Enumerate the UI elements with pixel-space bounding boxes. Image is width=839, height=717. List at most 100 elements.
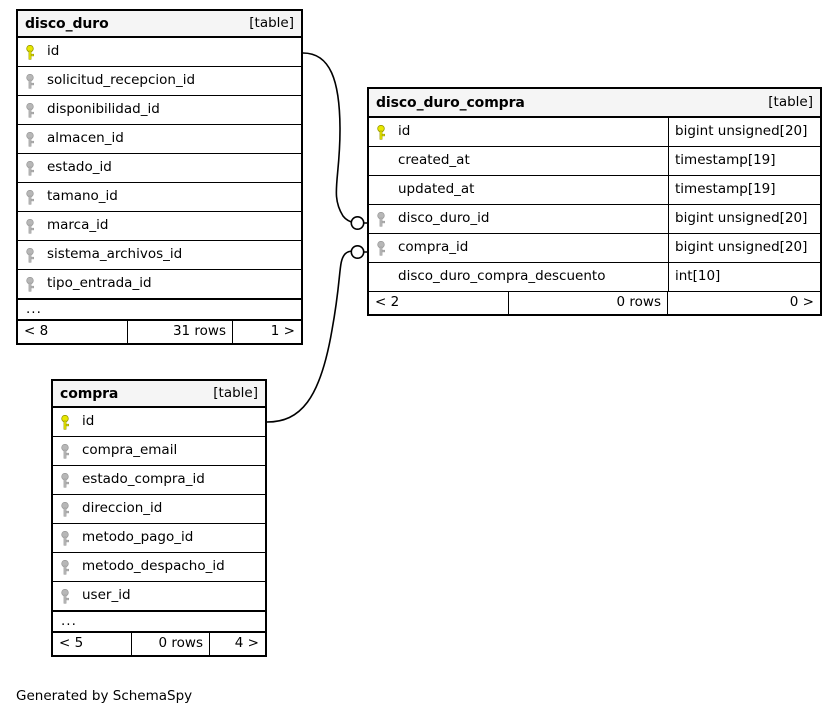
column-name-cell: id — [18, 38, 301, 66]
gray-key-icon — [26, 218, 45, 234]
yellow-key-icon — [26, 44, 45, 60]
column-name-cell: compra_email — [53, 437, 265, 465]
column-name-cell: disco_duro_id — [369, 205, 668, 233]
gray-key-icon — [26, 247, 45, 263]
column-name-cell: tamano_id — [18, 183, 301, 211]
column-name-cell: id — [53, 408, 265, 436]
column-label: marca_id — [47, 217, 109, 234]
column-label: tamano_id — [47, 188, 118, 205]
table-name: disco_duro — [25, 15, 109, 32]
gray-key-icon — [26, 276, 45, 292]
column-row-estado-compra-id[interactable]: estado_compra_id — [53, 466, 265, 495]
table-header-disco-duro: disco_duro [table] — [18, 11, 301, 38]
column-type: int[10] — [668, 263, 820, 291]
column-row-almacen-id[interactable]: almacen_id — [18, 125, 301, 154]
column-name-cell: id — [369, 118, 668, 146]
next-page-button[interactable]: 4 > — [234, 635, 259, 652]
column-row-sistema-archivos-id[interactable]: sistema_archivos_id — [18, 241, 301, 270]
table-compra[interactable]: compra [table] id compra_email — [51, 379, 267, 657]
gray-key-icon — [61, 501, 80, 517]
column-label: disponibilidad_id — [47, 101, 160, 118]
gray-key-icon — [26, 73, 45, 89]
column-row-id[interactable]: id — [18, 38, 301, 67]
column-row-disco-duro-compra-descuento[interactable]: disco_duro_compra_descuento int[10] — [369, 263, 820, 292]
gray-key-icon — [377, 240, 396, 256]
column-label: updated_at — [398, 181, 475, 198]
column-label: id — [82, 413, 95, 430]
table-type-tag: [table] — [768, 93, 813, 110]
table-header-disco-duro-compra: disco_duro_compra [table] — [369, 89, 820, 118]
table-disco-duro-compra[interactable]: disco_duro_compra [table] id bigint unsi… — [367, 87, 822, 316]
table-disco-duro[interactable]: disco_duro [table] id solicitud_recepcio… — [16, 9, 303, 345]
column-row-disco-duro-id[interactable]: disco_duro_id bigint unsigned[20] — [369, 205, 820, 234]
next-page-button[interactable]: 1 > — [270, 323, 295, 340]
column-row-tipo-entrada-id[interactable]: tipo_entrada_id — [18, 270, 301, 299]
column-name-cell: metodo_pago_id — [53, 524, 265, 552]
column-row-metodo-pago-id[interactable]: metodo_pago_id — [53, 524, 265, 553]
column-name-cell: compra_id — [369, 234, 668, 262]
gray-key-icon — [61, 588, 80, 604]
table-header-compra: compra [table] — [53, 381, 265, 408]
column-name-cell: almacen_id — [18, 125, 301, 153]
column-label: user_id — [82, 587, 131, 604]
column-row-id[interactable]: id bigint unsigned[20] — [369, 118, 820, 147]
gray-key-icon — [61, 559, 80, 575]
column-name-cell: marca_id — [18, 212, 301, 240]
column-label: disco_duro_id — [398, 210, 490, 227]
column-label: compra_email — [82, 442, 178, 459]
column-label: direccion_id — [82, 500, 163, 517]
column-name-cell: disponibilidad_id — [18, 96, 301, 124]
yellow-key-icon — [377, 124, 396, 140]
column-row-compra-id[interactable]: compra_id bigint unsigned[20] — [369, 234, 820, 263]
column-name-cell: disco_duro_compra_descuento — [369, 263, 668, 291]
relationship-endpoint-circle-1 — [350, 216, 365, 231]
column-row-compra-email[interactable]: compra_email — [53, 437, 265, 466]
column-label: created_at — [398, 152, 470, 169]
column-row-id[interactable]: id — [53, 408, 265, 437]
table-footer-disco-duro: < 8 31 rows 1 > — [18, 321, 301, 343]
prev-page-button[interactable]: < 2 — [369, 292, 509, 314]
gray-key-icon — [26, 189, 45, 205]
column-name-cell: sistema_archivos_id — [18, 241, 301, 269]
column-type: bigint unsigned[20] — [668, 205, 820, 233]
column-label: estado_compra_id — [82, 471, 205, 488]
column-row-metodo-despacho-id[interactable]: metodo_despacho_id — [53, 553, 265, 582]
column-type: bigint unsigned[20] — [668, 234, 820, 262]
column-type: bigint unsigned[20] — [668, 118, 820, 146]
column-row-created-at[interactable]: created_at timestamp[19] — [369, 147, 820, 176]
prev-page-button[interactable]: < 5 — [53, 633, 132, 655]
column-name-cell: updated_at — [369, 176, 668, 204]
table-footer-compra: < 5 0 rows 4 > — [53, 633, 265, 655]
column-row-disponibilidad-id[interactable]: disponibilidad_id — [18, 96, 301, 125]
more-columns-indicator: ... — [18, 299, 301, 321]
gray-key-icon — [61, 472, 80, 488]
column-row-marca-id[interactable]: marca_id — [18, 212, 301, 241]
column-row-updated-at[interactable]: updated_at timestamp[19] — [369, 176, 820, 205]
column-label: metodo_pago_id — [82, 529, 194, 546]
column-name-cell: solicitud_recepcion_id — [18, 67, 301, 95]
column-label: id — [47, 43, 60, 60]
table-type-tag: [table] — [249, 14, 294, 31]
gray-key-icon — [61, 443, 80, 459]
column-label: disco_duro_compra_descuento — [398, 268, 606, 285]
column-row-solicitud-recepcion-id[interactable]: solicitud_recepcion_id — [18, 67, 301, 96]
column-type: timestamp[19] — [668, 176, 820, 204]
column-row-user-id[interactable]: user_id — [53, 582, 265, 611]
column-name-cell: metodo_despacho_id — [53, 553, 265, 581]
column-type: timestamp[19] — [668, 147, 820, 175]
gray-key-icon — [26, 131, 45, 147]
column-label: compra_id — [398, 239, 469, 256]
column-label: almacen_id — [47, 130, 124, 147]
column-name-cell: user_id — [53, 582, 265, 610]
column-name-cell: tipo_entrada_id — [18, 270, 301, 298]
next-page-button[interactable]: 0 > — [789, 294, 814, 311]
column-name-cell: estado_id — [18, 154, 301, 182]
column-label: metodo_despacho_id — [82, 558, 225, 575]
column-row-tamano-id[interactable]: tamano_id — [18, 183, 301, 212]
prev-page-button[interactable]: < 8 — [18, 321, 128, 343]
column-row-direccion-id[interactable]: direccion_id — [53, 495, 265, 524]
column-label: sistema_archivos_id — [47, 246, 183, 263]
column-row-estado-id[interactable]: estado_id — [18, 154, 301, 183]
column-name-cell: direccion_id — [53, 495, 265, 523]
